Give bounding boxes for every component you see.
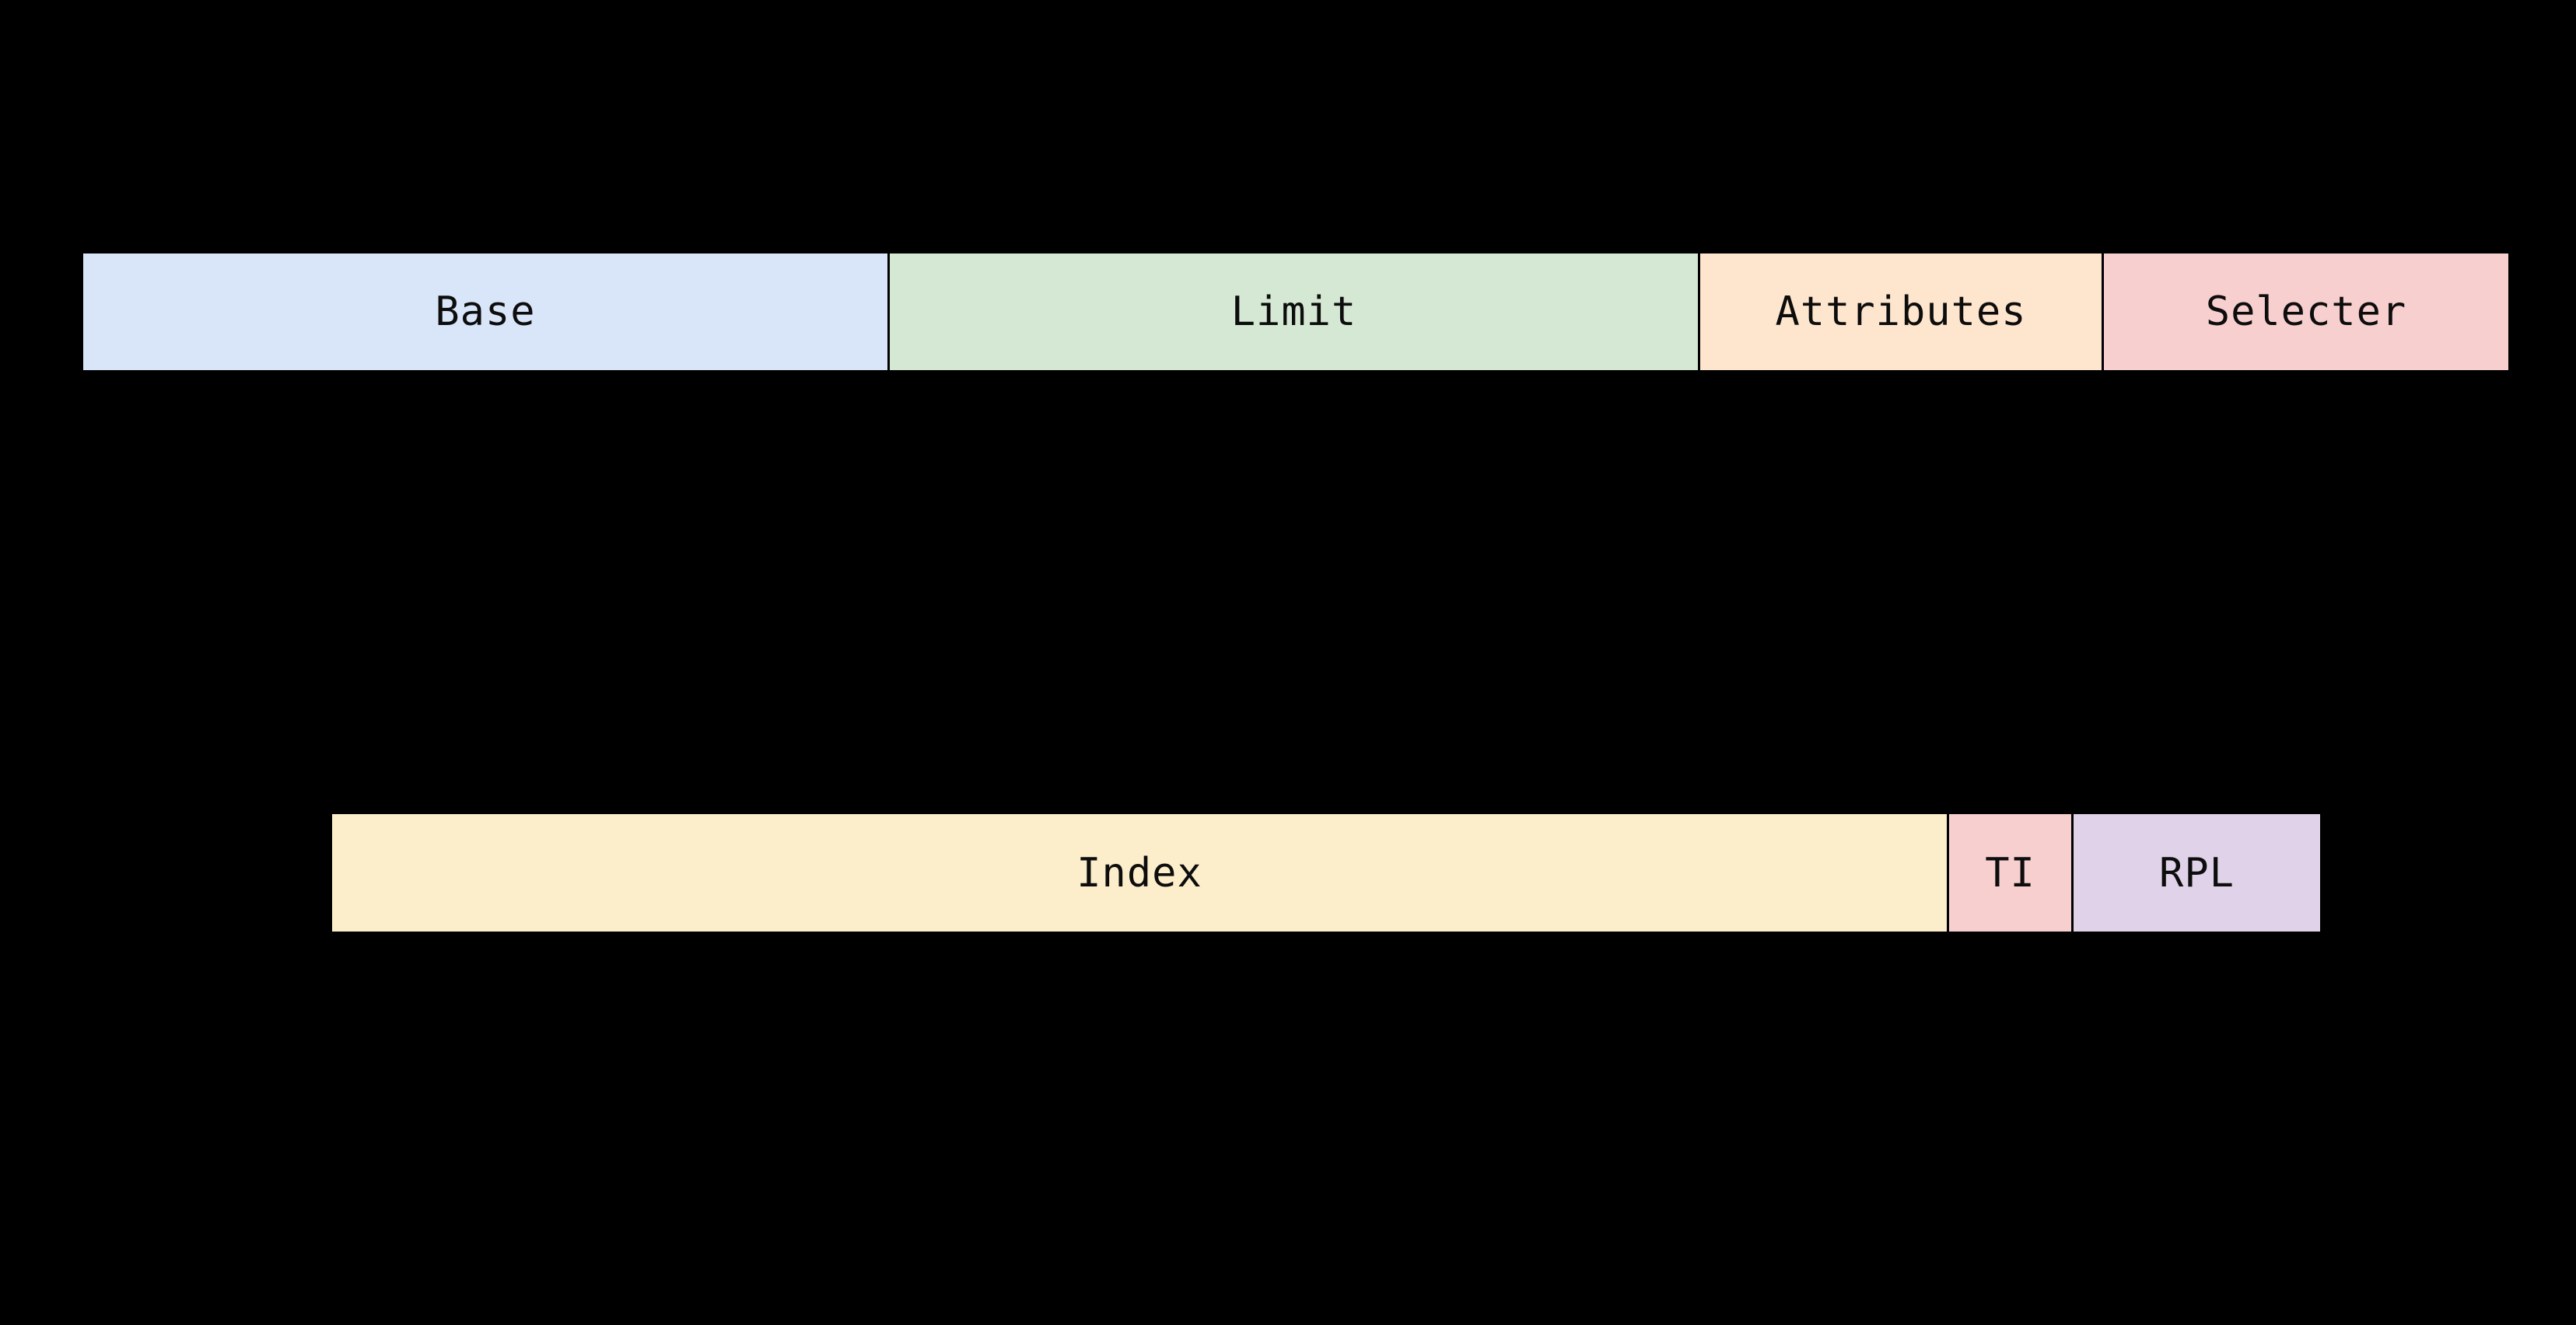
descriptor-field-base: Base: [83, 253, 890, 370]
selector-field-rpl: RPL: [2074, 814, 2320, 932]
selector-field-index-label: Index: [1076, 849, 1202, 897]
selector-field-rpl-label: RPL: [2159, 849, 2235, 897]
descriptor-field-selecter-label: Selecter: [2205, 288, 2407, 335]
descriptor-field-limit: Limit: [890, 253, 1700, 370]
selector-field-ti: TI: [1949, 814, 2074, 932]
segment-selector-bar: Index TI RPL: [330, 812, 2320, 934]
segment-descriptor-bar: Base Limit Attributes Selecter: [81, 251, 2508, 372]
descriptor-field-attributes: Attributes: [1700, 253, 2104, 370]
descriptor-field-base-label: Base: [435, 288, 536, 335]
descriptor-field-selecter: Selecter: [2104, 253, 2508, 370]
selector-field-ti-label: TI: [1985, 849, 2035, 897]
descriptor-field-limit-label: Limit: [1230, 288, 1357, 335]
selector-field-index: Index: [332, 814, 1949, 932]
descriptor-field-attributes-label: Attributes: [1775, 288, 2027, 335]
